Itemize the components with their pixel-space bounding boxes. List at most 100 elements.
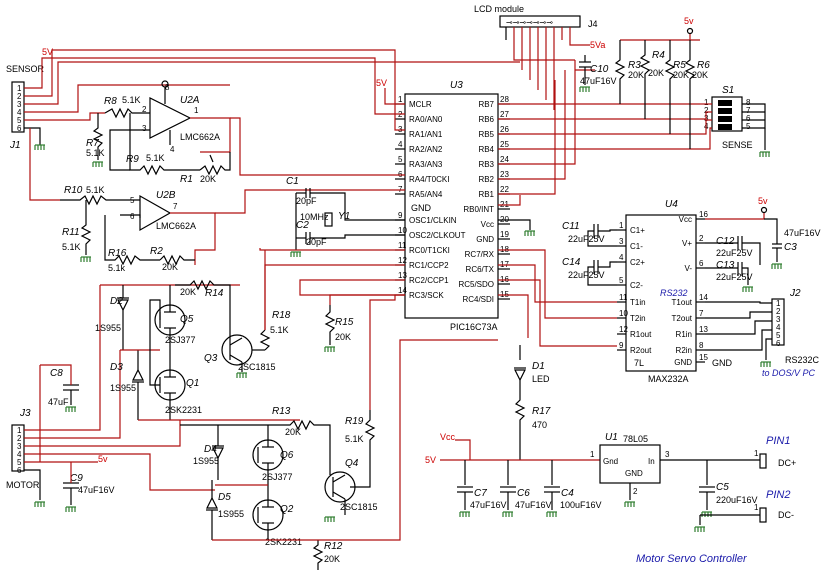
svg-text:47uF: 47uF	[48, 397, 69, 407]
svg-text:R9: R9	[126, 154, 139, 165]
hbridge-lower: R13 20K D4 1S955 D5 1S955 Q6 2SJ377 Q2 2…	[180, 250, 498, 570]
u4-pin-16-name: Vcc	[679, 215, 692, 224]
j3-pins-num-6: 6	[17, 466, 22, 475]
svg-text:GND: GND	[625, 469, 643, 478]
u4-pin-10-name: T2in	[630, 314, 646, 323]
j1-pins-num-4: 4	[17, 108, 22, 117]
svg-text:100uF16V: 100uF16V	[560, 500, 602, 510]
svg-text:Q4: Q4	[345, 458, 359, 469]
svg-text:20K: 20K	[200, 174, 216, 184]
svg-text:D2: D2	[110, 296, 123, 307]
j1-pins-num-2: 2	[17, 92, 22, 101]
u3-pin-11-name: RC0/T1CKI	[409, 246, 450, 255]
r8-value: 5.1K	[122, 95, 141, 105]
svg-text:20K: 20K	[285, 427, 301, 437]
j2-ref: J2	[789, 288, 801, 299]
j2-pins-num-2: 2	[776, 307, 781, 316]
u3-pin-25-num: 25	[500, 140, 509, 149]
svg-text:5v: 5v	[758, 196, 768, 206]
u4-left-pins: 1C1+3C1-4C2+5C2-11T1in10T2in12R1out9R2ou…	[617, 221, 652, 355]
s1-ref: S1	[722, 85, 734, 96]
u4-body	[625, 214, 697, 372]
svg-text:20K: 20K	[180, 287, 196, 297]
svg-text:2SK2231: 2SK2231	[165, 405, 202, 415]
svg-text:5: 5	[746, 122, 751, 131]
svg-text:C2: C2	[296, 220, 309, 231]
u3-right-pins: 28RB727RB626RB525RB424RB323RB222RB121RB0…	[458, 95, 510, 304]
svg-text:R2: R2	[150, 246, 163, 257]
u3-pin-24-name: RB3	[478, 160, 494, 169]
j1-pins-num-1: 1	[17, 84, 22, 93]
lcd-ref: J4	[588, 19, 598, 29]
svg-text:7: 7	[173, 202, 178, 211]
u3-pin-14-name: RC3/SCK	[409, 291, 444, 300]
opamp-u2b: U2B LMC662A 5 6 7 R10 5.1K R11 5.1K R16 …	[60, 185, 405, 273]
u3-pin-6-name: RA4/T0CKI	[409, 175, 449, 184]
svg-text:C12: C12	[716, 236, 735, 247]
power-supply: Vcc 5V U1 78L05 Gnd GND In 1 2 3 C7 47uF…	[425, 432, 760, 518]
svg-text:Q3: Q3	[204, 353, 218, 364]
svg-text:1: 1	[194, 106, 199, 115]
mclr-power: 5V	[376, 78, 405, 105]
diagram-title: Motor Servo Controller	[636, 553, 748, 565]
u3-pin-28-name: RB7	[478, 100, 494, 109]
j1-pins-num-3: 3	[17, 100, 22, 109]
svg-text:C7: C7	[474, 488, 487, 499]
u4-pin-14-name: T1out	[672, 298, 693, 307]
svg-text:Gnd: Gnd	[603, 457, 618, 466]
u4-pin-8-num: 8	[699, 341, 704, 350]
u4-pin-6-num: 6	[699, 259, 704, 268]
u3-pin-13-num: 13	[398, 271, 407, 280]
u3-pin-12-name: RC1/CCP2	[409, 261, 449, 270]
j2-pins-num-1: 1	[776, 299, 781, 308]
j1-pins-num-6: 6	[17, 124, 22, 133]
svg-text:D4: D4	[204, 444, 217, 455]
u3-pin-27-name: RB6	[478, 115, 494, 124]
u2b-triangle	[139, 194, 172, 232]
j3-pins-num-4: 4	[17, 450, 22, 459]
svg-text:20pF: 20pF	[306, 237, 327, 247]
svg-text:22uF25V: 22uF25V	[716, 272, 753, 282]
svg-text:LED: LED	[532, 374, 550, 384]
svg-text:1: 1	[704, 98, 709, 107]
u3-pin-1-name: MCLR	[409, 100, 432, 109]
u4-pin-11-name: T1in	[630, 298, 646, 307]
lcd-5v-label: 5Va	[590, 40, 605, 50]
svg-text:470: 470	[532, 420, 547, 430]
svg-text:20K: 20K	[692, 70, 708, 80]
u3-pin-5-num: 5	[398, 155, 403, 164]
u3-pin-23-name: RB2	[478, 175, 494, 184]
u3-ref: U3	[450, 80, 463, 91]
u3-pin-11-num: 11	[398, 241, 407, 250]
u3-pin-14-num: 14	[398, 286, 407, 295]
max232-caps: C11 22uF25V C14 22uF25V C12 22uF25V C13 …	[562, 196, 821, 293]
u4-pin-12-num: 12	[619, 325, 628, 334]
svg-text:20K: 20K	[335, 332, 351, 342]
svg-text:8: 8	[746, 98, 751, 107]
svg-text:Q1: Q1	[186, 378, 199, 389]
j3-label: MOTOR	[6, 480, 40, 490]
u4-pin-3-name: C1-	[630, 242, 643, 251]
pin2-label: DC-	[778, 510, 794, 520]
u3-pin-25-name: RB4	[478, 145, 494, 154]
j3-pins-num-2: 2	[17, 434, 22, 443]
u3-pin-23-num: 23	[500, 170, 509, 179]
u3-pin-24-num: 24	[500, 155, 509, 164]
j1-pins-num-5: 5	[17, 116, 22, 125]
u4-pin-10-num: 10	[619, 309, 628, 318]
svg-text:5v: 5v	[98, 454, 108, 464]
u4-pin-6-name: V-	[684, 264, 692, 273]
u4-pin-9-num: 9	[619, 341, 624, 350]
u4-pin-1-name: C1+	[630, 226, 645, 235]
u3-pin-28-num: 28	[500, 95, 509, 104]
pin2-ref: PIN2	[766, 489, 790, 501]
j1-ref: J1	[9, 140, 21, 151]
svg-text:1: 1	[754, 449, 759, 458]
svg-text:Q5: Q5	[180, 314, 194, 325]
svg-text:R7: R7	[86, 138, 99, 149]
svg-text:C11: C11	[562, 221, 580, 232]
svg-text:R11: R11	[62, 227, 80, 238]
u4-pin-15-num: 15	[699, 353, 708, 362]
